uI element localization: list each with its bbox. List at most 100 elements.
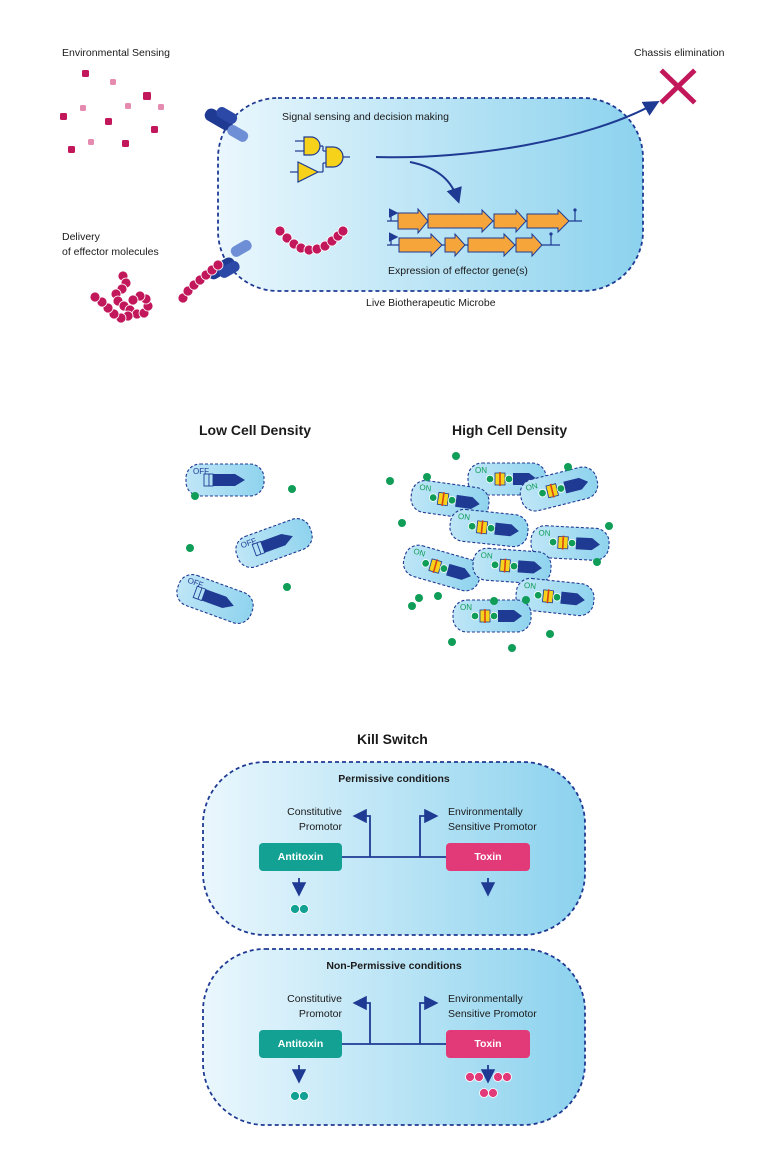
antitoxin-protein (290, 1091, 300, 1101)
gene-arrow (446, 563, 471, 580)
constitutive-promotor-label-1b: Promotor (298, 821, 342, 833)
sensing-particles (60, 70, 164, 153)
antitoxin-protein (299, 1091, 309, 1101)
bead (281, 232, 293, 244)
bacterium-off: OFF (235, 518, 313, 568)
killswitch-circuit-nonpermissive (290, 995, 512, 1101)
killswitch-wiring (290, 808, 512, 1101)
autoinducer-dot (452, 452, 460, 460)
antitoxin-gene-2: Antitoxin (259, 1030, 342, 1058)
bacterium-on: ON (452, 599, 532, 633)
autoinducer-bound (467, 522, 477, 531)
signal-sensing-label: Signal sensing and decision making (282, 111, 449, 123)
bacterium-on: ON (472, 547, 552, 585)
env-promotor-label-1a: Environmentally (448, 806, 523, 818)
autoinducer-dot (423, 473, 431, 481)
gene-arrow (563, 477, 589, 494)
microbe-label: Live Biotherapeutic Microbe (366, 297, 496, 309)
repressor-bound (546, 589, 550, 604)
off-label: OFF (193, 467, 209, 476)
autoinducer-bound (538, 488, 547, 498)
effector-chains (89, 225, 349, 324)
env-promotor-label-1b: Sensitive Promotor (448, 821, 537, 833)
bead-chain-inside (274, 225, 349, 256)
env-promotor-label-2a: Environmentally (448, 993, 523, 1005)
operon-1 (387, 207, 582, 235)
repressor-bound (480, 520, 484, 535)
autoinducer-bound (567, 538, 577, 548)
on-label: ON (460, 603, 472, 612)
bead-chain-delivered (89, 270, 154, 324)
gene-arrow (517, 560, 542, 574)
repressor-bound (432, 559, 438, 574)
nonpermissive-heading: Non-Permissive conditions (326, 960, 462, 972)
toxin-protein (479, 1088, 489, 1098)
antitoxin-protein (299, 904, 309, 914)
autoinducer-dot (386, 477, 394, 485)
gene-arrow (201, 589, 234, 609)
operator-divider (197, 587, 203, 600)
autoinducer-dot (605, 522, 613, 530)
autoinducer-dot (398, 519, 406, 527)
constitutive-promotor-label-1a: Constitutive (287, 806, 342, 818)
constitutive-promotor-label-2b: Promotor (298, 1008, 342, 1020)
arrow-to-expression (409, 161, 462, 204)
delivery-label-line1: Delivery (62, 231, 100, 243)
bacterium-on: ON (402, 544, 482, 592)
env-promotor-label-2b: Sensitive Promotor (448, 1008, 537, 1020)
autoinducer-bound (552, 593, 562, 602)
constitutive-promoter-arrow (352, 995, 371, 1044)
gene-arrow (213, 474, 245, 486)
autoinducer-dot (415, 594, 423, 602)
sensitive-promoter-arrow (419, 995, 439, 1044)
on-label: ON (475, 466, 487, 475)
autoinducer-dot (546, 630, 554, 638)
toxin-protein (474, 1072, 484, 1082)
antitoxin-gene-1: Antitoxin (259, 843, 342, 871)
on-label: ON (419, 483, 432, 494)
bacterium-on: ON (467, 462, 547, 496)
toxin-protein (493, 1072, 503, 1082)
environmental-sensing-label: Environmental Sensing (62, 47, 170, 59)
on-label: ON (458, 512, 471, 522)
bacterium-on: ON (449, 508, 529, 548)
on-label: ON (412, 547, 426, 559)
autoinducer-bound (428, 493, 438, 502)
gene-arrow (575, 537, 600, 551)
bead (127, 294, 139, 306)
autoinducer-bound (556, 484, 566, 493)
bacterium-on: ON (530, 525, 610, 561)
autoinducer-bound (447, 496, 457, 505)
bead (89, 291, 101, 303)
delivery-label-line2: of effector molecules (62, 246, 159, 258)
toxin-protein (502, 1072, 512, 1082)
autoinducer-bound (548, 537, 558, 547)
bead (274, 225, 286, 237)
toxin-gene-2: Toxin (446, 1030, 530, 1058)
gene-arrow (455, 494, 480, 510)
autoinducer-bound (486, 524, 496, 533)
gene-arrow (494, 522, 519, 537)
autoinducer-dot (186, 544, 194, 552)
autoinducer-bound (533, 591, 543, 600)
autoinducer-dot (593, 558, 601, 566)
constitutive-promoter-arrow (352, 808, 371, 857)
autoinducer-bound (490, 560, 500, 570)
logic-gates (290, 136, 350, 183)
on-label: ON (480, 551, 493, 561)
autoinducer-bound (504, 474, 514, 484)
bacterium-on: ON (410, 479, 490, 521)
bacterium-off: OFF (176, 574, 254, 624)
autoinducer-bound (470, 611, 480, 621)
gene-arrow (498, 610, 522, 622)
microbe-cell (217, 97, 644, 292)
elimination-x-icon (659, 68, 697, 105)
constitutive-promotor-label-2a: Constitutive (287, 993, 342, 1005)
toxin-gene-1: Toxin (446, 843, 530, 871)
repressor-bound (549, 483, 555, 498)
toxin-protein (465, 1072, 475, 1082)
operon-2 (387, 232, 560, 258)
autoinducer-dot (408, 602, 416, 610)
